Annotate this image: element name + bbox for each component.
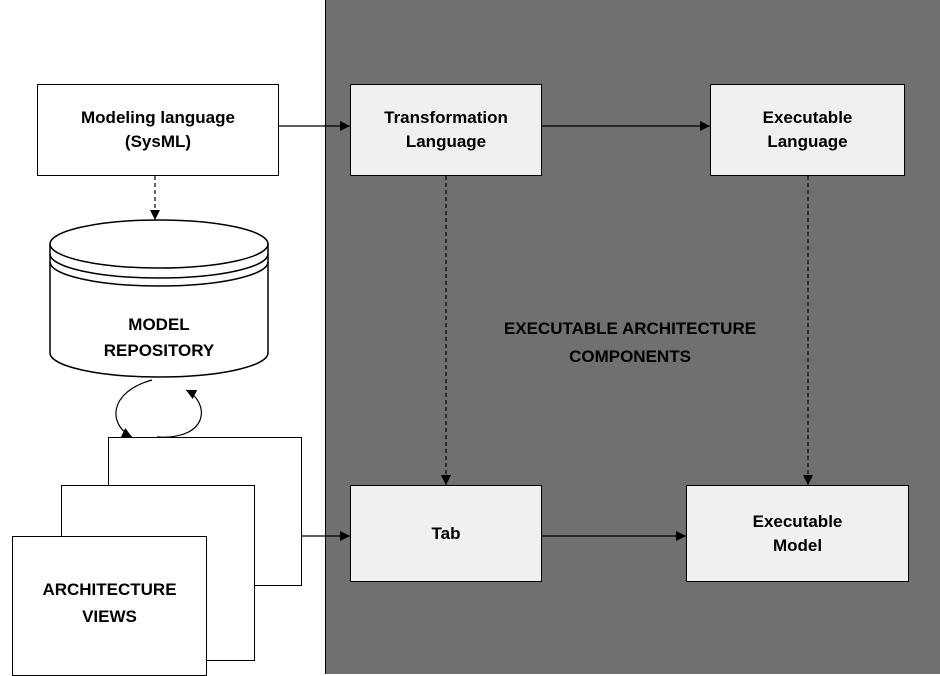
executable-language-box[interactable]: Executable Language bbox=[710, 84, 905, 176]
modeling-language-box[interactable]: Modeling language (SysML) bbox=[37, 84, 279, 176]
architecture-views-label: ARCHITECTURE VIEWS bbox=[42, 580, 177, 626]
executable-model-box[interactable]: Executable Model bbox=[686, 485, 909, 582]
views-to-repository-arrow bbox=[156, 389, 202, 438]
model-repository-cylinder[interactable] bbox=[49, 219, 269, 378]
tab-box[interactable]: Tab bbox=[350, 485, 542, 582]
repository-to-views-arrow bbox=[115, 379, 153, 438]
executable-architecture-label: EXECUTABLE ARCHITECTURE COMPONENTS bbox=[503, 319, 757, 366]
architecture-view-sheet-front[interactable] bbox=[12, 536, 207, 676]
transformation-language-box[interactable]: Transformation Language bbox=[350, 84, 542, 176]
model-repository-label: MODEL REPOSITORY bbox=[103, 315, 215, 360]
